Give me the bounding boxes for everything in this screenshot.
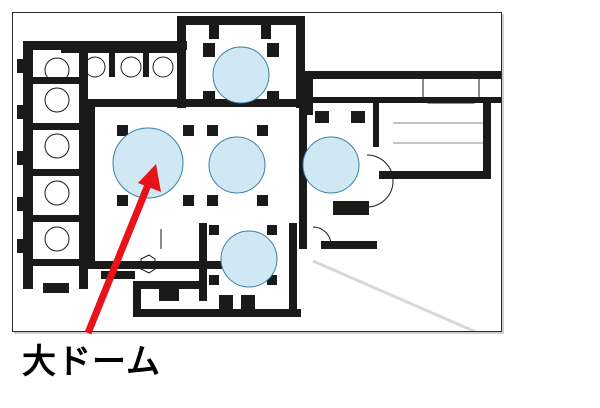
dome-south — [220, 230, 278, 288]
dome-center — [208, 136, 266, 194]
dome-east — [302, 136, 360, 194]
floor-plan-drawing — [17, 16, 501, 331]
floor-plan-frame — [12, 12, 502, 332]
dome-great-dome — [112, 127, 184, 199]
great-dome-caption: 大ドーム — [22, 342, 161, 382]
dome-north — [212, 46, 270, 104]
dome-group — [112, 46, 360, 288]
ornament-details — [44, 56, 483, 331]
